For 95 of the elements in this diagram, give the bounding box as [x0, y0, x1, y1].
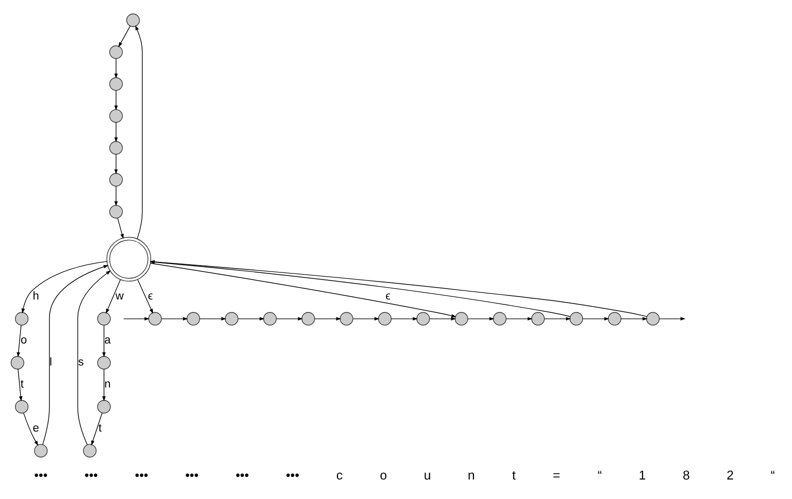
node-circle	[492, 312, 506, 326]
node-circle	[378, 312, 392, 326]
arrow	[276, 316, 303, 320]
label: 1	[638, 466, 646, 482]
arrow	[150, 260, 571, 316]
arrow	[506, 316, 533, 320]
node-circle	[109, 108, 123, 122]
node-circle	[531, 312, 545, 326]
node-circle	[97, 356, 111, 369]
node-circle	[148, 312, 162, 326]
node-circle	[97, 400, 111, 413]
label: •••	[286, 466, 300, 482]
edge-label: e	[32, 422, 40, 434]
edge-label: t	[20, 378, 24, 390]
arrow	[429, 316, 456, 320]
label: “	[770, 466, 775, 482]
node-circle	[109, 172, 123, 186]
arrow	[314, 316, 342, 320]
arrow	[114, 58, 118, 78]
arrow	[22, 260, 108, 313]
node-circle	[83, 443, 97, 457]
arrow	[659, 316, 686, 320]
node-circle	[454, 312, 468, 326]
node-circle	[97, 312, 111, 326]
edge-label: ϵ	[148, 290, 153, 302]
arrow	[18, 368, 22, 401]
node-circle	[14, 400, 28, 413]
arrow	[352, 316, 380, 320]
arrow	[544, 316, 571, 320]
node-circle	[340, 312, 354, 326]
arrow	[23, 412, 38, 446]
arrow	[161, 316, 188, 320]
arrow	[137, 278, 154, 314]
label: 8	[682, 466, 690, 482]
node-circle	[608, 312, 622, 326]
node-circle	[224, 312, 238, 326]
node-circle	[109, 140, 123, 154]
node-circle	[10, 356, 24, 369]
arrow	[468, 316, 494, 320]
arrow	[117, 217, 124, 238]
arrow	[391, 316, 418, 320]
arrow	[582, 316, 610, 320]
arrow	[123, 316, 150, 320]
label: “	[598, 466, 602, 482]
node-circle	[14, 312, 28, 326]
edge-label: ϵ	[386, 290, 391, 302]
edge-label: n	[104, 378, 111, 390]
arrow	[91, 412, 102, 446]
arrow	[42, 264, 109, 444]
label: •••	[34, 466, 48, 482]
arrow	[150, 262, 456, 317]
arrow	[620, 316, 648, 320]
edge-label: a	[104, 334, 111, 346]
arrow	[106, 278, 121, 314]
label: t	[512, 466, 516, 482]
node-circle	[34, 443, 48, 457]
node-circle	[263, 312, 277, 326]
arrow	[150, 260, 648, 316]
arrow	[16, 324, 22, 357]
arrow	[102, 324, 106, 357]
node-circle	[109, 44, 123, 58]
label: n	[468, 466, 475, 482]
node-circle	[186, 312, 200, 326]
arrow	[102, 368, 106, 401]
edge-label: t	[98, 422, 102, 434]
label: •••	[84, 466, 98, 482]
node-circle	[302, 312, 315, 326]
arrow	[114, 154, 118, 174]
label: •••	[236, 466, 249, 482]
node-circle	[570, 312, 584, 326]
arrow	[114, 186, 118, 206]
arrow	[77, 270, 111, 444]
edge-label: s	[78, 356, 84, 368]
arrow	[114, 90, 118, 110]
node-circle	[126, 12, 140, 26]
edge-label: l	[50, 356, 52, 368]
label: =	[552, 466, 560, 482]
label: o	[380, 466, 387, 482]
label: u	[424, 466, 431, 482]
node-circle	[109, 204, 123, 218]
arrow	[118, 25, 131, 47]
label: c	[336, 466, 343, 482]
node-circle	[416, 312, 430, 326]
edge-label: o	[20, 334, 28, 346]
label: •••	[185, 466, 199, 482]
label: •••	[134, 466, 148, 482]
arrow	[238, 316, 265, 320]
arrow	[200, 316, 226, 320]
edge-label: w	[115, 290, 124, 302]
node-circle	[109, 76, 123, 90]
node-circle	[646, 312, 660, 326]
arrow	[135, 24, 143, 239]
edge-label: h	[32, 290, 40, 302]
arrow	[114, 122, 118, 142]
label: 2	[726, 466, 734, 482]
